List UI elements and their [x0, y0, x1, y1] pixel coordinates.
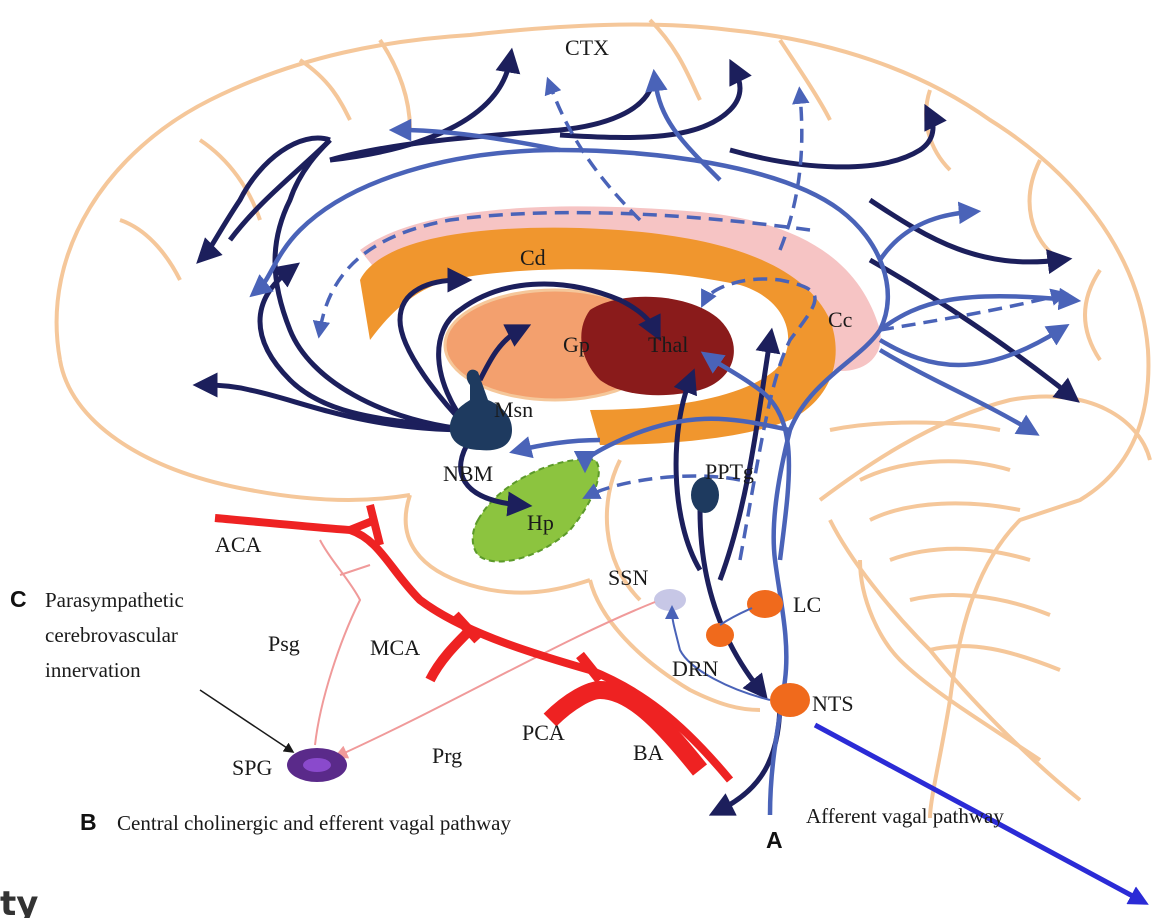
label-ba: BA — [633, 740, 664, 765]
section-b-text: Central cholinergic and efferent vagal p… — [117, 811, 511, 835]
label-thal: Thal — [648, 332, 688, 357]
label-cd: Cd — [520, 245, 546, 270]
label-ssn: SSN — [608, 565, 648, 590]
label-nts: NTS — [812, 691, 854, 716]
nts-nucleus — [770, 683, 810, 717]
label-spg: SPG — [232, 755, 272, 780]
section-c-letter: C — [10, 586, 27, 612]
label-msn: Msn — [494, 397, 533, 422]
label-pptg: PPTg — [705, 459, 754, 484]
drn-nucleus — [706, 623, 734, 647]
ssn-nucleus — [654, 589, 686, 611]
section-c-line2: cerebrovascular — [45, 623, 178, 647]
innervation-arrow — [200, 690, 290, 750]
label-gp: Gp — [563, 332, 590, 357]
lc-nucleus — [747, 590, 783, 618]
section-b-letter: B — [80, 809, 97, 835]
label-hp: Hp — [527, 510, 554, 535]
label-drn: DRN — [672, 656, 719, 681]
label-nbm: NBM — [443, 461, 493, 486]
label-pca: PCA — [522, 720, 565, 745]
label-ctx: CTX — [565, 35, 609, 60]
label-prg: Prg — [432, 743, 462, 768]
label-psg: Psg — [268, 631, 300, 656]
label-aca: ACA — [215, 532, 262, 557]
section-c-line3: innervation — [45, 658, 141, 682]
label-cc: Cc — [828, 307, 853, 332]
section-a-text: Afferent vagal pathway — [806, 804, 1004, 828]
section-a-letter: A — [766, 827, 783, 853]
parasympathetic-fibers — [315, 540, 655, 755]
label-mca: MCA — [370, 635, 420, 660]
label-lc: LC — [793, 592, 821, 617]
section-c-line1: Parasympathetic — [45, 588, 184, 612]
cutoff-text: ty — [0, 884, 38, 918]
spg-core — [303, 758, 331, 772]
